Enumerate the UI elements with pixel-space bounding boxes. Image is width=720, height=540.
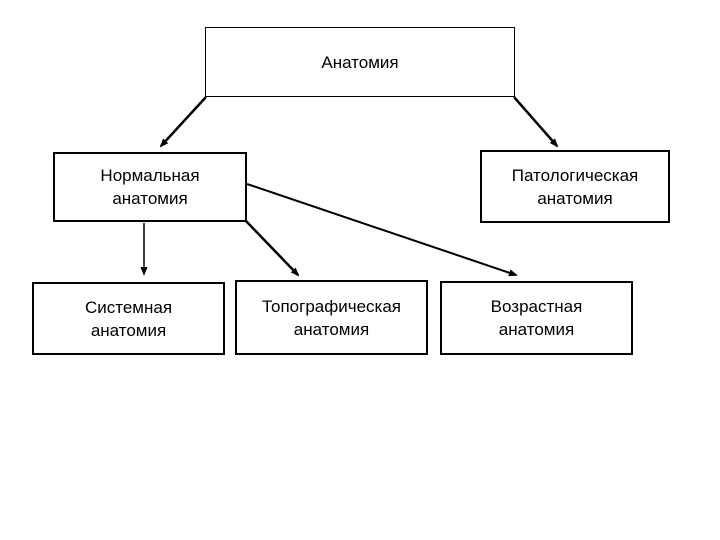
connector-anatomy-to-normal	[159, 96, 207, 148]
node-topographic-anatomy-label: Топографическая анатомия	[261, 296, 402, 339]
node-age-anatomy-label: Возрастная анатомия	[490, 297, 583, 339]
connector-anatomy-to-pathological	[513, 96, 559, 148]
connector-normal-to-age	[246, 183, 518, 277]
node-normal-anatomy-label: Нормальная анатомия	[100, 166, 200, 208]
node-normal-anatomy: Нормальная анатомия	[53, 152, 247, 222]
node-topographic-anatomy: Топографическая анатомия	[235, 280, 428, 355]
node-anatomy: Анатомия	[205, 27, 515, 97]
node-pathological-anatomy: Патологическая анатомия	[480, 150, 670, 223]
node-systemic-anatomy-label: Системная анатомия	[84, 297, 173, 340]
node-systemic-anatomy: Системная анатомия	[32, 282, 225, 355]
connector-normal-to-topographic	[245, 220, 300, 277]
node-pathological-anatomy-label: Патологическая анатомия	[511, 165, 639, 208]
node-anatomy-label: Анатомия	[321, 52, 399, 72]
node-age-anatomy: Возрастная анатомия	[440, 281, 633, 355]
